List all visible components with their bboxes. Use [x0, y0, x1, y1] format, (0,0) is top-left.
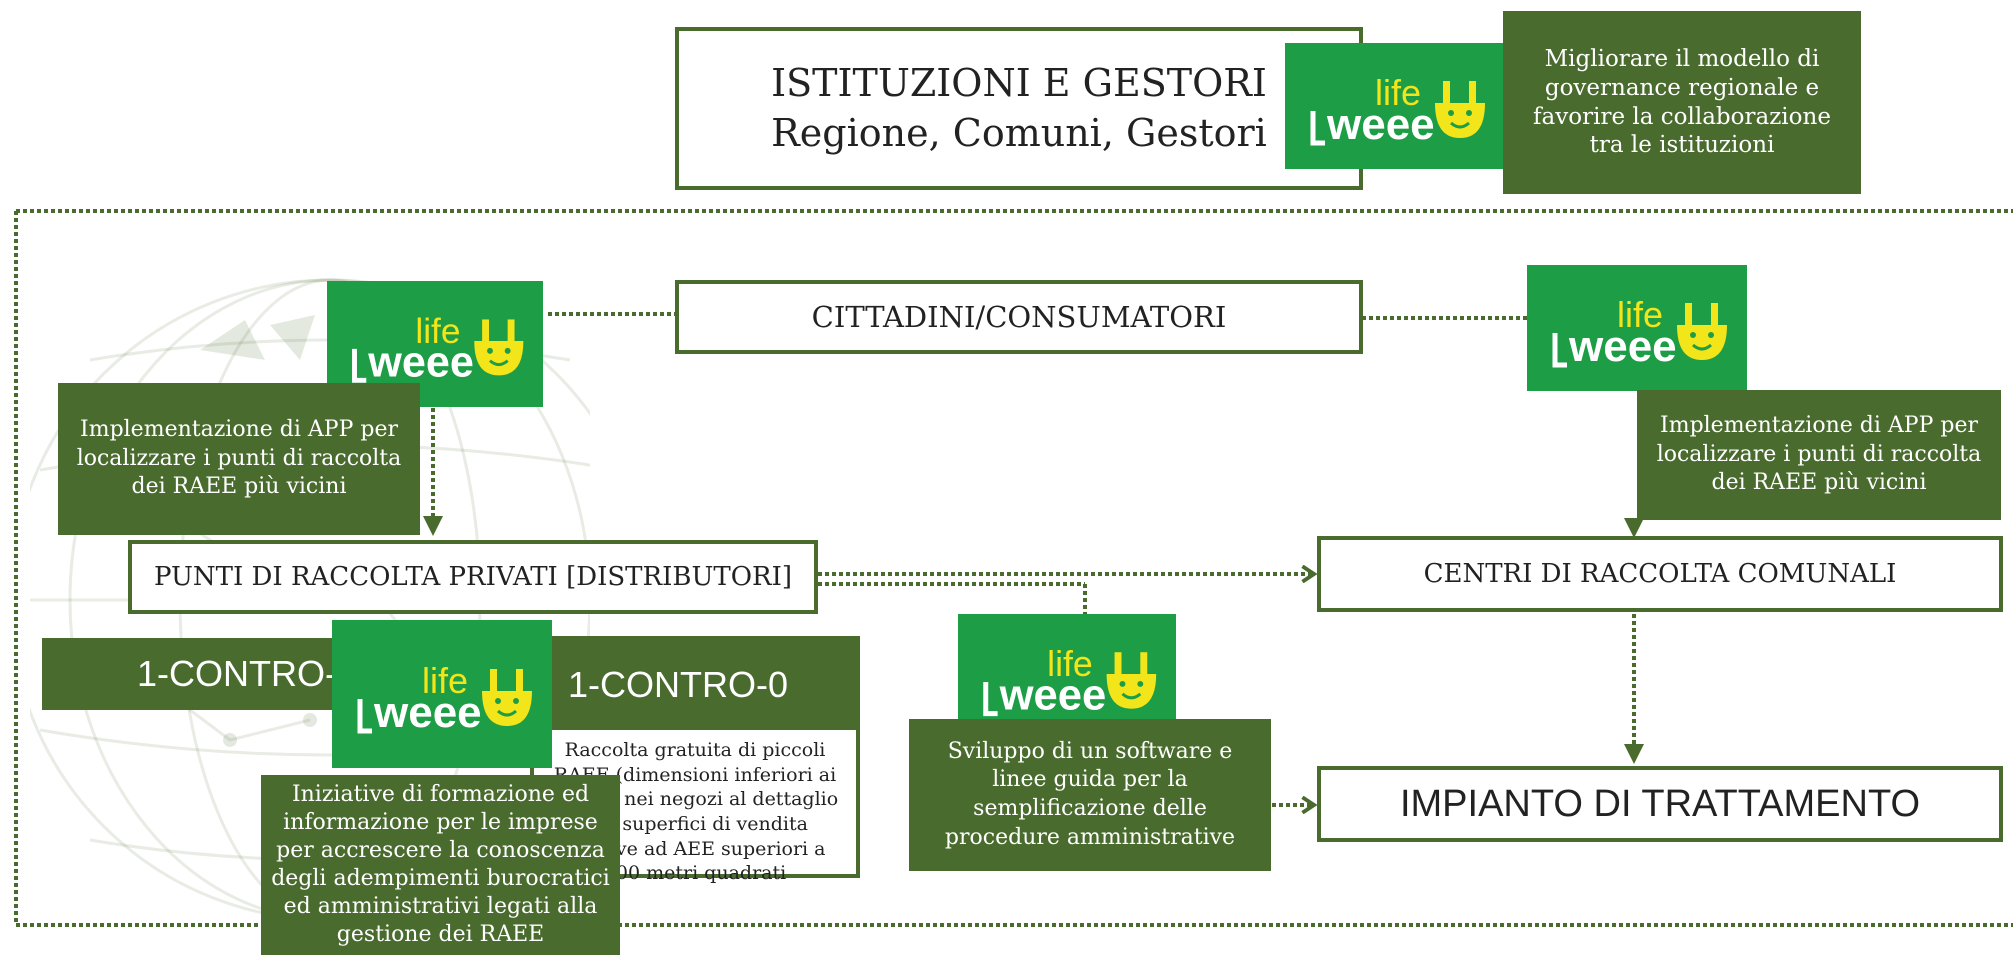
citizens-box: CITTADINI/CONSUMATORI [675, 280, 1363, 354]
software-note-text: Sviluppo di un software e linee guida pe… [944, 738, 1236, 850]
life-weee-logo-center: life weee [332, 620, 552, 768]
svg-text:life: life [1047, 644, 1093, 684]
app-note-right-text: Implementazione di APP per localizzare i… [1656, 413, 1982, 496]
training-note-text: Iniziative di formazione ed informazione… [271, 782, 610, 947]
institutions-title: ISTITUZIONI E GESTORI [771, 61, 1267, 106]
one-to-one-box: 1-CONTRO-1 [42, 638, 377, 710]
one-to-one-label: 1-CONTRO-1 [136, 653, 357, 694]
svg-text:life: life [422, 660, 468, 701]
svg-text:weee: weee [373, 688, 482, 737]
svg-text:life: life [1375, 72, 1421, 113]
life-weee-logo-icon: life weee [352, 312, 524, 386]
training-note: Iniziative di formazione ed informazione… [261, 775, 620, 955]
life-weee-logo-icon: life weee [1310, 72, 1485, 149]
life-weee-logo-icon: life weee [1552, 294, 1727, 371]
svg-text:weee: weee [1326, 100, 1435, 149]
private-points-label: PUNTI DI RACCOLTA PRIVATI [DISTRIBUTORI] [153, 562, 793, 592]
software-note: Sviluppo di un software e linee guida pe… [909, 719, 1271, 871]
life-weee-logo-right: life weee [1527, 265, 1747, 391]
one-to-zero-label: 1-CONTRO-0 [568, 664, 789, 705]
institutions-box: ISTITUZIONI E GESTORI Regione, Comuni, G… [675, 27, 1363, 190]
municipal-centers-label: CENTRI DI RACCOLTA COMUNALI [1423, 559, 1897, 589]
treatment-plant-box: IMPIANTO DI TRATTAMENTO [1317, 766, 2003, 842]
svg-text:life: life [1617, 294, 1663, 335]
svg-text:weee: weee [999, 672, 1107, 720]
institutions-subtitle: Regione, Comuni, Gestori [771, 110, 1267, 155]
svg-text:life: life [415, 312, 460, 351]
municipal-centers-box: CENTRI DI RACCOLTA COMUNALI [1317, 536, 2003, 612]
life-weee-logo-icon: life weee [357, 660, 532, 737]
private-points-box: PUNTI DI RACCOLTA PRIVATI [DISTRIBUTORI] [128, 540, 818, 614]
svg-text:weee: weee [367, 338, 474, 386]
app-note-left: Implementazione di APP per localizzare i… [58, 383, 420, 535]
one-to-zero-description: Raccolta gratuita di piccoli RAEE (dimen… [551, 739, 839, 885]
life-weee-logo-icon: life weee [983, 644, 1157, 720]
citizens-label: CITTADINI/CONSUMATORI [811, 300, 1227, 334]
app-note-left-text: Implementazione di APP per localizzare i… [76, 417, 402, 500]
governance-note-text: Migliorare il modello di governance regi… [1533, 46, 1831, 159]
one-to-zero-header: 1-CONTRO-0 [534, 640, 856, 730]
one-to-zero-panel: 1-CONTRO-0 Raccolta gratuita di piccoli … [530, 636, 860, 884]
governance-note: Migliorare il modello di governance regi… [1503, 11, 1861, 194]
life-weee-logo-top-overlay: life weee [1285, 43, 1505, 169]
treatment-plant-label: IMPIANTO DI TRATTAMENTO [1399, 782, 1921, 825]
app-note-right: Implementazione di APP per localizzare i… [1637, 390, 2001, 520]
svg-text:weee: weee [1568, 322, 1677, 371]
